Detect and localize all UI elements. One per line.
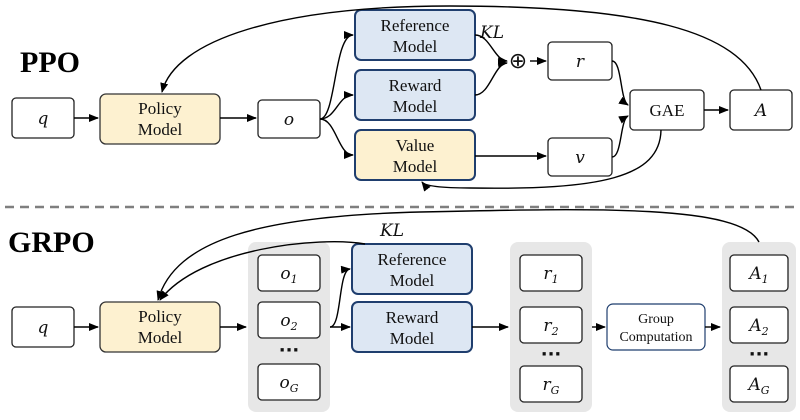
ppo-kl-label: KL xyxy=(479,23,504,43)
ppo-reference-label-2: Model xyxy=(393,37,438,56)
grpo-arrow-kl-policy xyxy=(159,241,366,301)
ppo-arrow-gae-value-feedback xyxy=(421,129,662,192)
ppo-policy-label-2: Model xyxy=(138,120,183,139)
grpo-advantage-label-ag: AG xyxy=(746,375,769,397)
ppo-value-label-1: Value xyxy=(396,136,435,155)
ppo-value-label-2: Model xyxy=(393,157,438,176)
ppo-arrow-reward-sum xyxy=(474,59,508,96)
grpo-query-label: q xyxy=(38,318,49,338)
grpo-advantage-box-1 xyxy=(729,254,789,292)
ppo-reward-label-2: Model xyxy=(393,97,438,116)
ppo-arrow-output-reference xyxy=(319,31,354,120)
ppo-title: PPO xyxy=(20,46,80,79)
ppo-arrow-a-policy-feedback xyxy=(160,5,762,93)
grpo-policy-label-2: Model xyxy=(138,328,183,347)
ppo-value-value-label: v xyxy=(575,148,585,168)
grpo-output-box-2 xyxy=(257,301,321,339)
ppo-reward-label-1: Reward xyxy=(389,76,442,95)
grpo-reward-box-2 xyxy=(519,306,583,344)
grpo-group-label-1: Group xyxy=(638,312,674,327)
grpo-advantage-ellipsis: ··· xyxy=(749,344,770,365)
grpo-advantage-box-2 xyxy=(729,306,789,344)
grpo-policy-label-1: Policy xyxy=(138,307,182,326)
grpo-output-label-g: oG xyxy=(279,373,298,395)
ppo-arrow-output-value xyxy=(319,118,354,159)
ppo-policy-label-1: Policy xyxy=(138,99,182,118)
grpo-reference-label-1: Reference xyxy=(378,250,447,269)
grpo-advantage-box-g xyxy=(729,365,789,403)
grpo-advantage-label-a1: A1 xyxy=(747,264,768,286)
grpo-output-ellipsis: ··· xyxy=(279,340,300,361)
ppo-reward-value-label: r xyxy=(576,52,585,72)
grpo-title: GRPO xyxy=(8,226,95,259)
ppo-arrow-v-gae xyxy=(611,115,629,158)
ppo-advantage-label: A xyxy=(753,101,767,121)
grpo-reference-label-2: Model xyxy=(390,271,435,290)
grpo-output-box-g xyxy=(257,363,321,401)
ppo-value-model xyxy=(354,129,476,181)
grpo-reward-box-1 xyxy=(519,254,583,292)
ppo-sum-symbol: ⊕ xyxy=(509,48,527,73)
grpo-reward-label-rg: rG xyxy=(543,375,560,397)
grpo-reward-box-g xyxy=(519,365,583,403)
grpo-output-box-1 xyxy=(257,254,321,292)
grpo-reward-label-r2: r2 xyxy=(543,316,558,338)
grpo-advantage-label-a2: A2 xyxy=(747,316,768,338)
ppo-arrow-r-gae xyxy=(611,60,629,106)
grpo-reward-label-r1: r1 xyxy=(543,264,558,286)
grpo-arrow-advantage-policy-feedback xyxy=(156,209,760,301)
ppo-policy-model xyxy=(99,93,221,145)
ppo-query-label: q xyxy=(38,109,49,129)
grpo-reward-label-2: Model xyxy=(390,329,435,348)
grpo-kl-label: KL xyxy=(379,221,404,241)
grpo-reward-label-1: Reward xyxy=(386,308,439,327)
ppo-gae-label: GAE xyxy=(650,101,685,120)
grpo-reference-model xyxy=(351,243,473,295)
grpo-group-label-2: Computation xyxy=(619,330,692,345)
ppo-arrow-output-reward xyxy=(319,91,354,120)
ppo-output-label: o xyxy=(284,110,294,130)
grpo-arrow-outputs-reference xyxy=(329,265,351,328)
grpo-output-label-1: o1 xyxy=(280,264,297,286)
ppo-reference-label-1: Reference xyxy=(381,16,450,35)
grpo-reward-ellipsis: ··· xyxy=(541,344,562,365)
grpo-output-label-2: o2 xyxy=(280,311,297,333)
